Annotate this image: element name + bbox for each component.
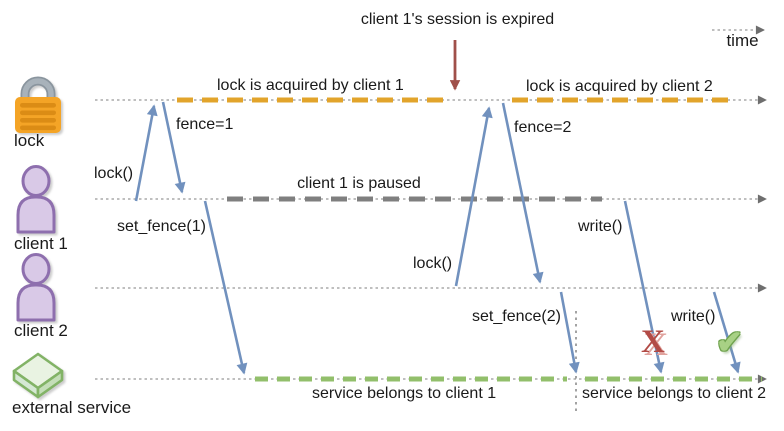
- actor-label-lock: lock: [14, 131, 45, 150]
- actor-label-client1: client 1: [14, 234, 68, 253]
- arrow-set-fence1: [203, 200, 248, 375]
- message-label-set-fence2: set_fence(2): [472, 308, 561, 325]
- person-icon: [16, 253, 56, 322]
- arrow-lock-call-client2: [454, 106, 493, 287]
- span-label-client1-paused: client 1 is paused: [297, 175, 421, 192]
- write-rejected-x-icon: X: [641, 324, 665, 360]
- cube-icon: [12, 352, 64, 399]
- write-accepted-check-icon: ✔: [716, 324, 743, 360]
- actor-label-client2: client 2: [14, 321, 68, 340]
- arrow-lock-call-client1: [134, 104, 158, 202]
- message-label-fence2: fence=2: [514, 119, 572, 136]
- arrow-write-client2: [712, 291, 741, 374]
- arrow-fence2-reply: [501, 102, 544, 284]
- ownership-spans: [177, 97, 762, 382]
- time-axis-label: time: [726, 31, 759, 50]
- person-icon: [16, 165, 56, 234]
- arrow-fence1-reply: [161, 101, 186, 194]
- message-label-write-client2: write(): [671, 308, 716, 325]
- arrow-write-client1: [623, 200, 665, 374]
- message-arrows: [134, 101, 741, 375]
- span-label-service-client1: service belongs to client 1: [312, 385, 497, 402]
- message-label-lock-call-2: lock(): [413, 255, 453, 272]
- message-label-write-client1: write(): [578, 218, 623, 235]
- actor-label-external-service: external service: [12, 398, 132, 417]
- message-label-lock-call-1: lock(): [94, 165, 134, 182]
- span-label-lock-client2: lock is acquired by client 2: [526, 78, 713, 95]
- message-label-set-fence1: set_fence(1): [117, 218, 206, 235]
- padlock-icon: [15, 76, 61, 133]
- arrow-set-fence2: [559, 291, 580, 374]
- message-label-fence1: fence=1: [176, 116, 234, 133]
- span-label-service-client2: service belongs to client 2: [581, 385, 767, 402]
- span-label-lock-client1: lock is acquired by client 1: [217, 77, 404, 94]
- session-expired-annotation: client 1's session is expired: [360, 11, 555, 28]
